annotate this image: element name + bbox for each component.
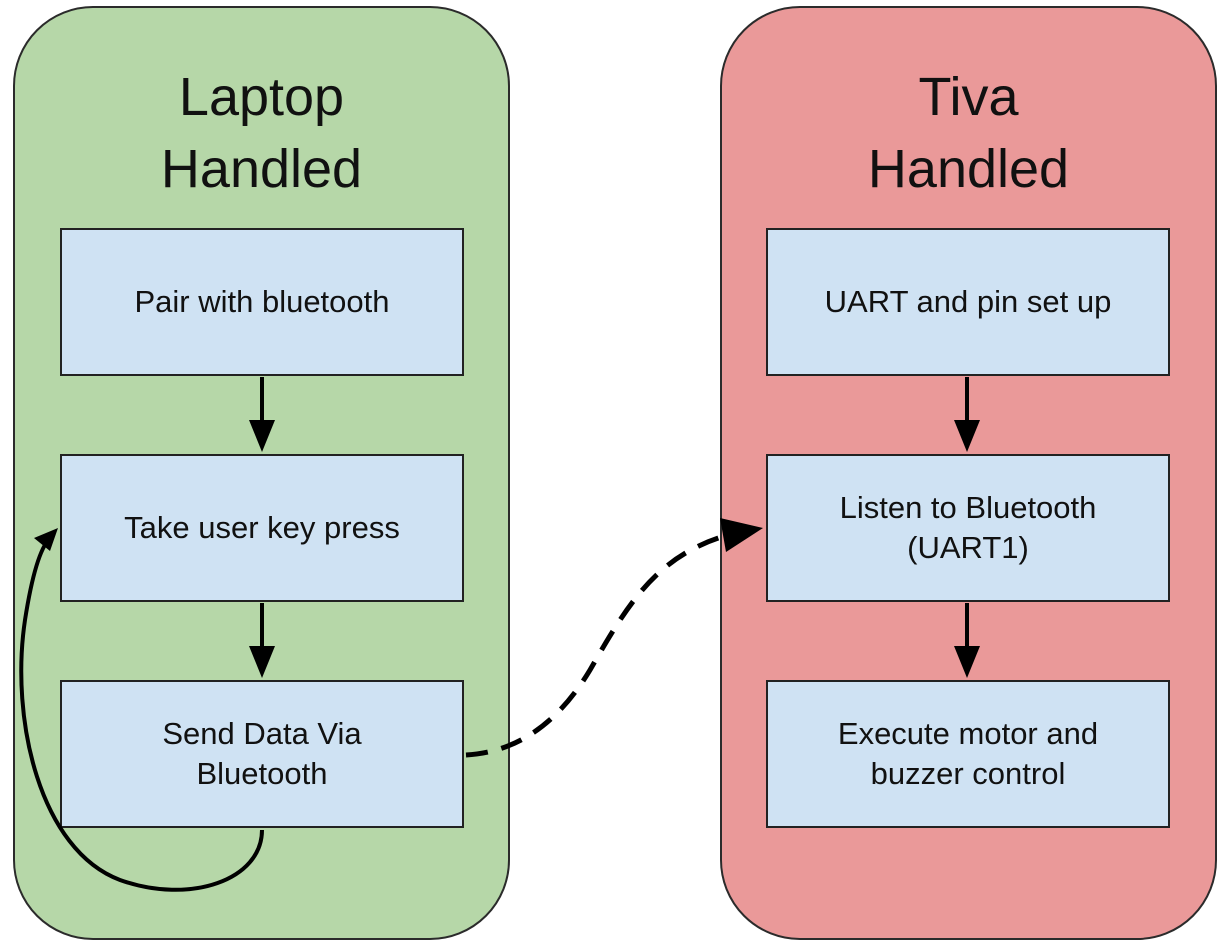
listen-bluetooth-step: Listen to Bluetooth (UART1) xyxy=(766,454,1170,602)
take-key-press-label: Take user key press xyxy=(124,510,400,545)
execute-control-step: Execute motor and buzzer control xyxy=(766,680,1170,828)
send-data-label-line2: Bluetooth xyxy=(196,756,328,791)
send-data-label-line1: Send Data Via xyxy=(162,716,362,751)
tiva-title-line1: Tiva xyxy=(918,67,1019,127)
execute-control-label-line2: buzzer control xyxy=(870,756,1066,791)
listen-bluetooth-label-line1: Listen to Bluetooth xyxy=(839,490,1097,525)
pair-bluetooth-label: Pair with bluetooth xyxy=(134,284,390,319)
send-data-step: Send Data Via Bluetooth xyxy=(60,680,464,828)
take-key-press-step: Take user key press xyxy=(60,454,464,602)
dashed-arrow-send-to-listen xyxy=(465,518,763,758)
laptop-title-line1: Laptop xyxy=(178,67,345,127)
tiva-title-line2: Handled xyxy=(867,139,1070,199)
pair-bluetooth-step: Pair with bluetooth xyxy=(60,228,464,376)
uart-setup-step: UART and pin set up xyxy=(766,228,1170,376)
execute-control-label-line1: Execute motor and xyxy=(837,716,1099,751)
listen-bluetooth-label-line2: (UART1) xyxy=(907,530,1029,565)
laptop-title-line2: Handled xyxy=(160,139,363,199)
uart-setup-label: UART and pin set up xyxy=(824,284,1112,319)
